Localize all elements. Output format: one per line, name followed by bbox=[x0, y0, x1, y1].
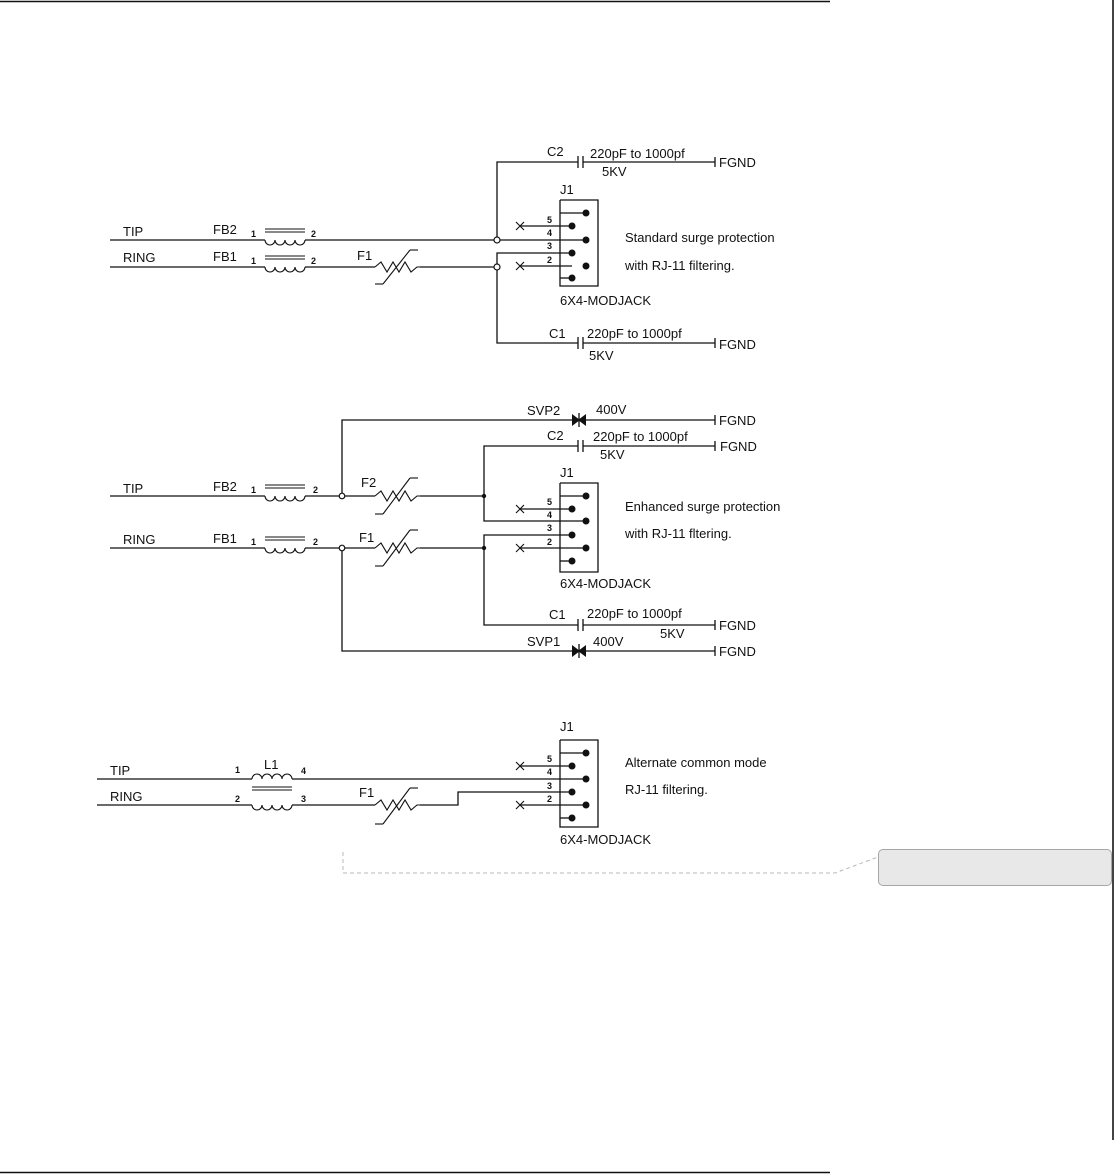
pin-label: 4 bbox=[547, 228, 552, 238]
cap-value-label: 220pF to 1000pf bbox=[587, 326, 682, 341]
comment-leader bbox=[342, 852, 879, 874]
pin-label: 1 bbox=[251, 537, 256, 547]
pin-label: 4 bbox=[547, 510, 552, 520]
cap-value-label: 220pF to 1000pf bbox=[590, 146, 685, 161]
ferrite-bead-fb2-enhanced bbox=[264, 484, 306, 502]
pin-label: 1 bbox=[251, 229, 256, 239]
c1-label: C1 bbox=[549, 326, 566, 341]
pin-label: 4 bbox=[301, 766, 306, 776]
fgnd-label: FGND bbox=[719, 337, 756, 352]
pin-label: 2 bbox=[313, 485, 318, 495]
j1-label: J1 bbox=[560, 465, 574, 480]
fuse-f1 bbox=[374, 249, 420, 285]
standard-note-line1: Standard surge protection bbox=[625, 230, 775, 245]
pin-label: 2 bbox=[547, 255, 552, 265]
ring-label: RING bbox=[110, 789, 143, 804]
pin-label: 4 bbox=[547, 767, 552, 777]
f1-label: F1 bbox=[357, 248, 372, 263]
svp1-symbol bbox=[572, 644, 586, 658]
j1-label: J1 bbox=[560, 182, 574, 197]
svp2-symbol bbox=[572, 413, 586, 427]
fb1-label: FB1 bbox=[213, 249, 237, 264]
enhanced-circuit bbox=[110, 413, 716, 658]
standard-circuit bbox=[110, 156, 716, 349]
ferrite-bead-fb1-enhanced bbox=[264, 536, 306, 554]
cap-value-label: 220pF to 1000pf bbox=[593, 429, 688, 444]
pin-label: 2 bbox=[313, 537, 318, 547]
pin-label: 2 bbox=[547, 537, 552, 547]
tip-label: TIP bbox=[123, 481, 143, 496]
alternate-note-line1: Alternate common mode bbox=[625, 755, 767, 770]
fgnd-label: FGND bbox=[720, 439, 757, 454]
pin-label: 5 bbox=[547, 754, 552, 764]
pin-label: 3 bbox=[547, 781, 552, 791]
fgnd-label: FGND bbox=[719, 618, 756, 633]
jack-label: 6X4-MODJACK bbox=[560, 832, 651, 847]
c2-label: C2 bbox=[547, 428, 564, 443]
svp2-label: SVP2 bbox=[527, 403, 560, 418]
pin-label: 5 bbox=[547, 497, 552, 507]
pin-label: 1 bbox=[251, 485, 256, 495]
pin-label: 2 bbox=[311, 256, 316, 266]
pin-label: 3 bbox=[301, 794, 306, 804]
pin-label: 5 bbox=[547, 215, 552, 225]
cap-voltage-label: 5KV bbox=[600, 447, 625, 462]
ring-label: RING bbox=[123, 250, 156, 265]
fgnd-label: FGND bbox=[719, 155, 756, 170]
enhanced-note-line1: Enhanced surge protection bbox=[625, 499, 780, 514]
pin-label: 1 bbox=[251, 256, 256, 266]
pin-label: 3 bbox=[547, 241, 552, 251]
fb2-label: FB2 bbox=[213, 222, 237, 237]
standard-note-line2: with RJ-11 filtering. bbox=[624, 258, 735, 273]
fgnd-label: FGND bbox=[719, 644, 756, 659]
f2-label: F2 bbox=[361, 475, 376, 490]
modjack-j1-standard bbox=[515, 199, 599, 287]
cap-voltage-label: 5KV bbox=[660, 626, 685, 641]
ferrite-bead-fb2 bbox=[264, 228, 306, 246]
pin-label: 2 bbox=[547, 794, 552, 804]
l1-label: L1 bbox=[264, 757, 278, 772]
svp-voltage-label: 400V bbox=[596, 402, 627, 417]
f1-label: F1 bbox=[359, 785, 374, 800]
pin-label: 2 bbox=[311, 229, 316, 239]
pin-label: 3 bbox=[547, 523, 552, 533]
enhanced-note-line2: with RJ-11 fltering. bbox=[624, 526, 732, 541]
c2-label: C2 bbox=[547, 144, 564, 159]
tip-label: TIP bbox=[110, 763, 130, 778]
fgnd-label: FGND bbox=[719, 413, 756, 428]
fuse-f1-enhanced bbox=[374, 529, 420, 567]
svp1-label: SVP1 bbox=[527, 634, 560, 649]
cap-value-label: 220pF to 1000pf bbox=[587, 606, 682, 621]
j1-label: J1 bbox=[560, 719, 574, 734]
tip-label: TIP bbox=[123, 224, 143, 239]
comment-balloon[interactable] bbox=[878, 849, 1112, 886]
fb1-label: FB1 bbox=[213, 531, 237, 546]
fb2-label: FB2 bbox=[213, 479, 237, 494]
jack-label: 6X4-MODJACK bbox=[560, 293, 651, 308]
c1-label: C1 bbox=[549, 607, 566, 622]
inductor-l1 bbox=[251, 773, 293, 811]
ferrite-bead-fb1 bbox=[264, 255, 306, 273]
modjack-j1-enhanced bbox=[515, 482, 599, 573]
alternate-note-line2: RJ-11 filtering. bbox=[625, 782, 708, 797]
alternate-circuit bbox=[97, 739, 599, 828]
cap-voltage-label: 5KV bbox=[602, 164, 627, 179]
cap-voltage-label: 5KV bbox=[589, 348, 614, 363]
fuse-f1-alternate bbox=[374, 787, 420, 825]
jack-label: 6X4-MODJACK bbox=[560, 576, 651, 591]
pin-label: 2 bbox=[235, 794, 240, 804]
modjack-j1-alternate bbox=[515, 739, 599, 828]
ring-label: RING bbox=[123, 532, 156, 547]
svp-voltage-label: 400V bbox=[593, 634, 624, 649]
fuse-f2 bbox=[374, 477, 420, 515]
pin-label: 1 bbox=[235, 765, 240, 775]
f1-label: F1 bbox=[359, 530, 374, 545]
